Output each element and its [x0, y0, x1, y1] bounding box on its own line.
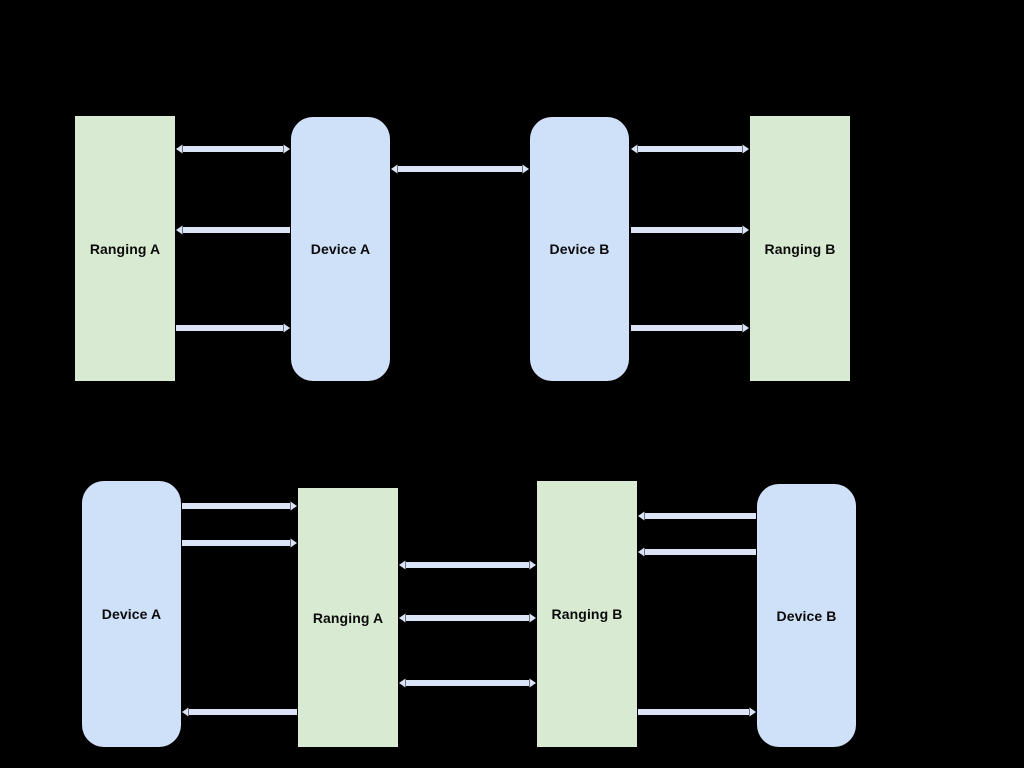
node-top-ranging-b[interactable]: Ranging B: [750, 116, 850, 381]
edge-top-e6[interactable]: [631, 225, 749, 235]
node-label: Device A: [101, 606, 162, 622]
edge-top-e3[interactable]: [176, 323, 290, 333]
node-top-ranging-a[interactable]: Ranging A: [75, 116, 175, 381]
node-bot-ranging-b[interactable]: Ranging B: [537, 481, 637, 747]
node-bot-device-a[interactable]: Device A: [82, 481, 181, 747]
edge-bot-e8[interactable]: [638, 547, 756, 557]
edge-bot-e1[interactable]: [182, 501, 297, 511]
edge-top-e4[interactable]: [391, 164, 529, 174]
node-bot-device-b[interactable]: Device B: [757, 484, 856, 747]
edge-bot-e7[interactable]: [638, 511, 756, 521]
node-bot-ranging-a[interactable]: Ranging A: [298, 488, 398, 747]
node-top-device-a[interactable]: Device A: [291, 117, 390, 381]
edge-bot-e5[interactable]: [399, 613, 536, 623]
edge-bot-e2[interactable]: [182, 538, 297, 548]
edge-bot-e6[interactable]: [399, 678, 536, 688]
node-label: Ranging A: [89, 240, 161, 257]
edge-bot-e3[interactable]: [182, 707, 297, 717]
node-label: Ranging A: [312, 609, 384, 626]
edge-top-e5[interactable]: [631, 144, 749, 154]
edge-top-e1[interactable]: [176, 144, 290, 154]
node-label: Device A: [310, 241, 371, 257]
edge-top-e2[interactable]: [176, 225, 290, 235]
node-label: Ranging B: [764, 240, 836, 257]
node-label: Device B: [776, 607, 837, 624]
node-top-device-b[interactable]: Device B: [530, 117, 629, 381]
edge-top-e7[interactable]: [631, 323, 749, 333]
edge-bot-e9[interactable]: [638, 707, 756, 717]
node-label: Device B: [549, 241, 610, 257]
edge-bot-e4[interactable]: [399, 560, 536, 570]
node-label: Ranging B: [551, 606, 623, 622]
